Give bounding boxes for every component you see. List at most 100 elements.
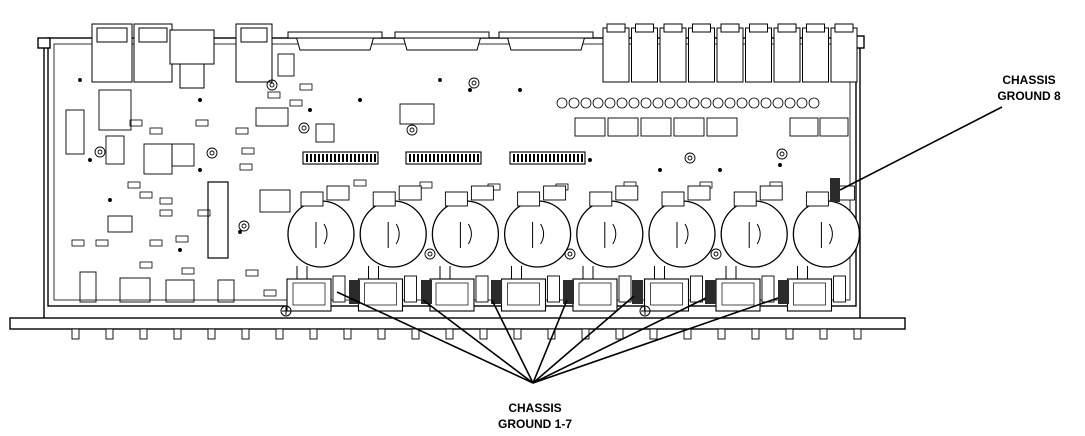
front-xlr (572, 278, 618, 312)
trimmer-pot (700, 97, 712, 109)
capacitor (720, 200, 788, 268)
jack (79, 271, 97, 303)
trimmer-pot (772, 97, 784, 109)
relay (706, 117, 738, 137)
transformer (98, 89, 132, 131)
rear-output-xlr (716, 27, 744, 83)
front-xlr (286, 278, 332, 312)
chassis-ground-8-clip (830, 178, 840, 202)
callout-ground-8-line1: CHASSIS (1002, 73, 1055, 87)
screw-icon (280, 305, 292, 317)
relay (255, 107, 289, 127)
relay (640, 117, 672, 137)
chassis-ground-clip (632, 280, 643, 304)
relay (673, 117, 705, 137)
front-xlr (715, 278, 761, 312)
chassis-ground-clip (778, 280, 789, 304)
trimmer-pot (760, 97, 772, 109)
trimmer-pot (688, 97, 700, 109)
trimmer-pot (616, 97, 628, 109)
rear-output-xlr-row (602, 23, 858, 83)
capacitor (792, 200, 861, 268)
ic-chip (143, 143, 173, 175)
leader-line-ground-1-7 (336, 291, 534, 384)
front-panel-knobs (71, 328, 862, 340)
rear-output-xlr (688, 27, 715, 83)
front-xlr (357, 278, 404, 312)
chassis-ground-clip (563, 280, 574, 304)
trimmer-pot (604, 97, 616, 109)
capacitor (648, 200, 716, 268)
leader-line-ground-1-7 (532, 295, 635, 384)
jack (217, 279, 235, 303)
trimmer-pot (796, 97, 808, 109)
electrolytic-capacitors (287, 185, 861, 268)
relay (399, 103, 435, 125)
power-inlet-body (179, 63, 205, 89)
voltage-regulator (277, 53, 295, 77)
trimmer-pot (628, 97, 640, 109)
rear-xlr-connector (235, 23, 273, 83)
trimmer-pot (784, 97, 796, 109)
rear-xlr-connector (133, 23, 173, 83)
small-components (71, 77, 788, 297)
trimmer-pot (724, 97, 736, 109)
power-inlet (169, 29, 215, 65)
callout-leader-lines (336, 106, 1003, 384)
front-xlr (429, 278, 475, 312)
chassis-ground-clip (349, 280, 360, 304)
ribbon-header-vertical (207, 181, 229, 259)
leader-line-ground-1-7 (422, 299, 534, 384)
rear-output-xlr (631, 27, 658, 83)
trimmer-row (556, 97, 820, 109)
callout-ground-8-line2: GROUND 8 (997, 89, 1061, 103)
relay (819, 117, 849, 137)
control-section (65, 53, 788, 303)
callout-ground-1-7-line2: GROUND 1-7 (498, 417, 572, 431)
leader-line-ground-1-7 (532, 299, 568, 384)
capacitor (359, 200, 427, 268)
relay-row (399, 103, 849, 137)
chassis-ground-clip (421, 280, 432, 304)
regulator (105, 135, 125, 165)
trimmer-pot (712, 97, 724, 109)
relay (789, 117, 819, 137)
rear-output-xlr (602, 27, 630, 83)
relay (574, 117, 606, 137)
trimmer-pot (664, 97, 676, 109)
front-xlr (500, 278, 547, 312)
rear-output-xlr (830, 27, 858, 83)
capacitor (431, 200, 500, 268)
leader-line-ground-1-7 (491, 299, 534, 384)
rear-output-xlr (745, 27, 772, 83)
front-xlr (643, 278, 690, 312)
front-xlr-connectors (286, 266, 846, 312)
screw-icon (639, 305, 651, 317)
ic-chip (171, 143, 195, 167)
rear-output-xlr (773, 27, 801, 83)
left-mount-tab (37, 37, 51, 49)
ic-chip (65, 109, 85, 155)
rear-xlr-connector (91, 23, 133, 83)
capacitor (576, 200, 644, 268)
leader-line-ground-8 (839, 106, 1003, 191)
front-panel-plate (9, 317, 906, 330)
crystal (107, 215, 133, 233)
leader-line-ground-1-7 (532, 297, 707, 384)
trimmer-pot (592, 97, 604, 109)
callout-ground-1-7-line1: CHASSIS (508, 401, 561, 415)
front-xlr (786, 278, 833, 312)
trimmer-pot (568, 97, 580, 109)
trimmer-pot (808, 97, 820, 109)
chassis-ground-clip (491, 280, 502, 304)
trimmer-pot (580, 97, 592, 109)
jack (119, 277, 151, 303)
relay (259, 189, 291, 213)
jack (165, 279, 195, 303)
trimmer-pot (736, 97, 748, 109)
leader-line-ground-1-7 (532, 297, 779, 384)
capacitor (287, 200, 355, 268)
ribbon-headers (302, 151, 586, 165)
trimmer-pot (748, 97, 760, 109)
